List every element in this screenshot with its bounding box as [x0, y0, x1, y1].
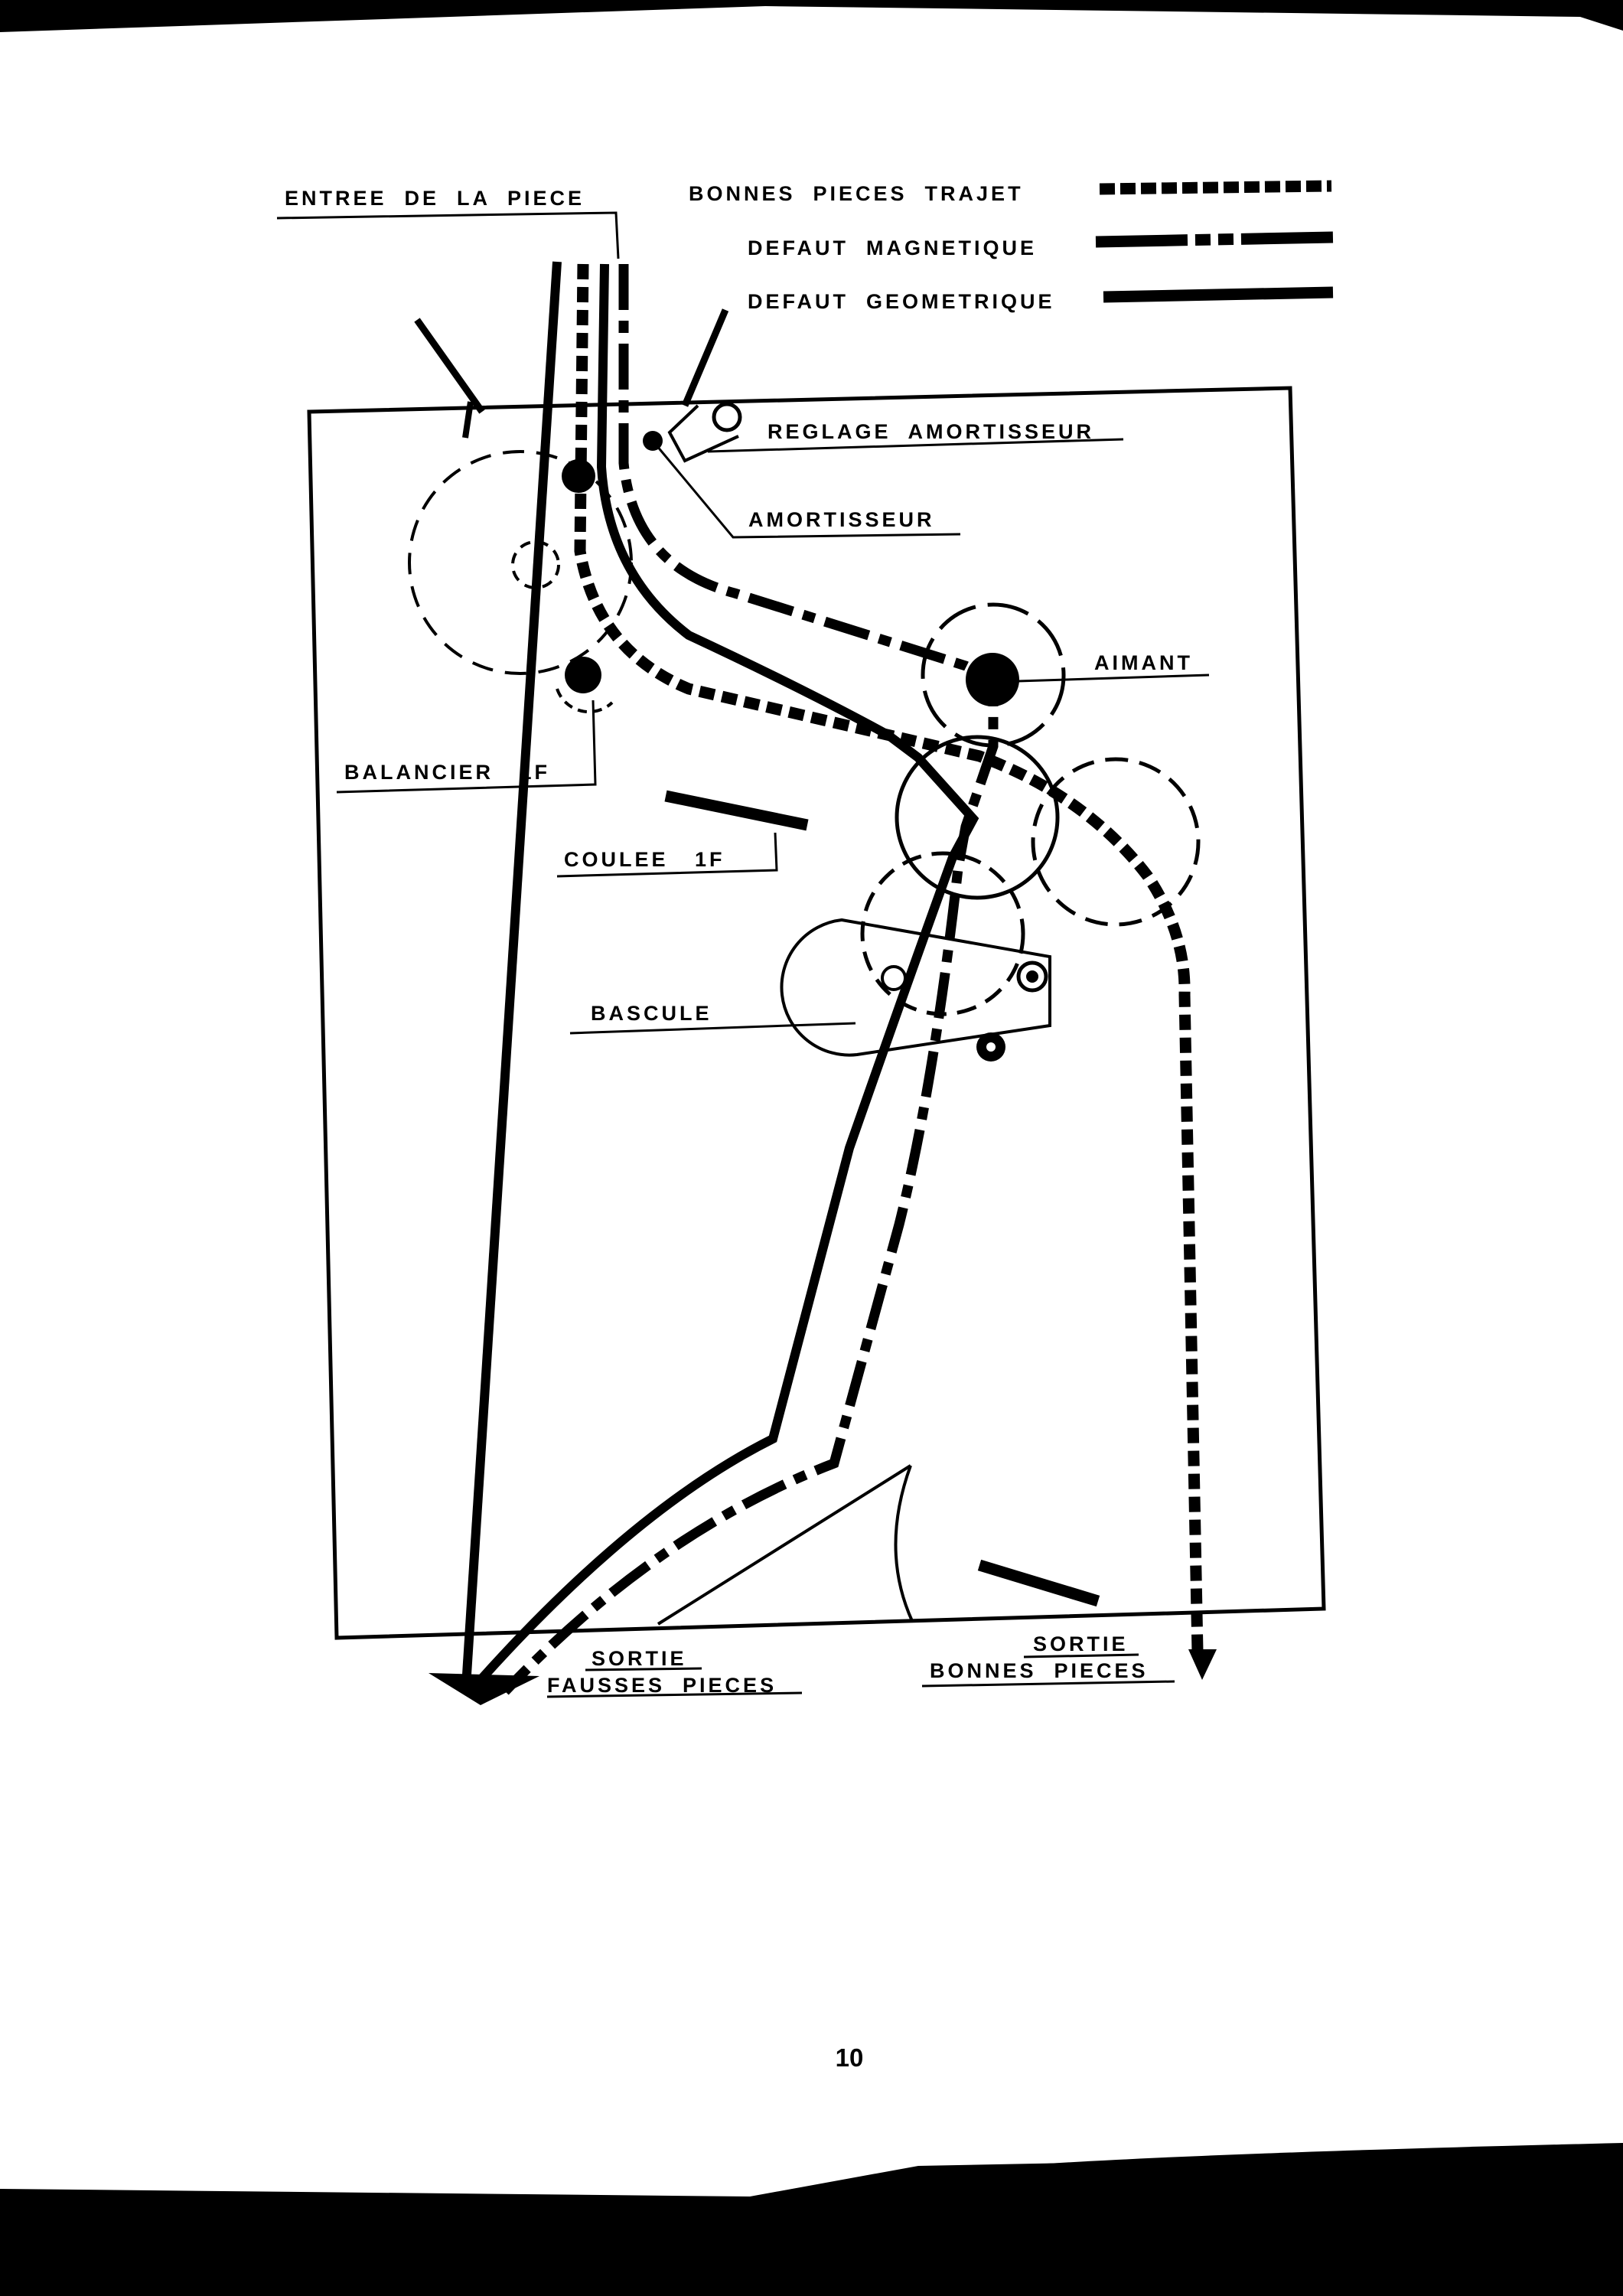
balancier-leader	[336, 700, 597, 794]
coulee-leader	[556, 832, 778, 878]
damper-leader	[651, 440, 961, 539]
magnet-leader	[1017, 673, 1210, 683]
exit-good-label-line1: SORTIE	[1033, 1632, 1129, 1655]
scan-shadow	[689, 2143, 1623, 2296]
balancier-lower-pivot	[565, 657, 601, 693]
exit-good-label-rule	[1023, 1653, 1139, 1658]
damper-adjust-link	[667, 404, 739, 463]
good-coin-deflector-circle	[1031, 757, 1201, 927]
bonnes-pieces-chute-guide	[657, 1464, 912, 1626]
legend-magnetic-swatch	[1095, 231, 1334, 248]
false-coins-exit-arrow	[429, 1673, 539, 1705]
entry-leader	[276, 211, 620, 259]
bascule-stop-pin-hole	[986, 1042, 996, 1052]
entry-guide-arm-right	[681, 308, 729, 407]
exit-false-label-underline	[546, 1691, 803, 1698]
exit-false-label-rule	[585, 1667, 702, 1671]
legend-geometric-defect-label: DEFAUT GEOMETRIQUE	[748, 290, 1055, 313]
entry-guide-arm-left	[414, 318, 485, 414]
balancier-center-mark	[511, 540, 560, 589]
page-number: 10	[836, 2043, 864, 2072]
exit-good-label-line2: BONNES PIECES	[930, 1659, 1149, 1682]
legend-good-path-label: BONNES PIECES TRAJET	[689, 182, 1024, 205]
paper-sheet	[0, 6, 1623, 2197]
exit-good-label-underline	[921, 1680, 1175, 1688]
coulee-label: COULEE 1F	[564, 848, 725, 871]
reject-channel-line	[462, 261, 562, 1675]
coulee-bar	[664, 790, 809, 831]
magnetic-defect-path	[501, 264, 999, 1695]
balancier-lower-arc	[556, 688, 614, 714]
bascule-right-pivot-dot	[1026, 970, 1038, 983]
entry-guide-stop-left	[462, 401, 474, 439]
good-coins-exit-arrow	[1188, 1649, 1217, 1680]
damper-adjust-leader	[707, 438, 1124, 453]
entry-label: ENTREE DE LA PIECE	[285, 187, 585, 210]
legend-magnetic-defect-label: DEFAUT MAGNETIQUE	[748, 236, 1037, 259]
damper-adjust-pivot	[712, 402, 742, 432]
legend-good-path-swatch	[1099, 180, 1332, 195]
rotor-disc	[895, 735, 1060, 900]
balancier-label: BALANCIER 1F	[344, 761, 550, 784]
bascule-lever	[780, 918, 1051, 1057]
bascule-label: BASCULE	[591, 1002, 712, 1025]
geometric-defect-path	[477, 263, 979, 1684]
magnet-label: AIMANT	[1094, 651, 1193, 674]
exit-false-label-line1: SORTIE	[592, 1647, 687, 1670]
machine-frame	[307, 386, 1326, 1640]
bonnes-pieces-chute-curve	[894, 1465, 914, 1622]
bascule-leader	[569, 1022, 856, 1035]
damper-label: AMORTISSEUR	[748, 508, 935, 531]
damper-adjust-label: REGLAGE AMORTISSEUR	[768, 420, 1094, 443]
legend-geometric-swatch	[1103, 286, 1334, 303]
good-coins-path	[574, 263, 1204, 1652]
exit-deflector-bar	[977, 1559, 1100, 1607]
